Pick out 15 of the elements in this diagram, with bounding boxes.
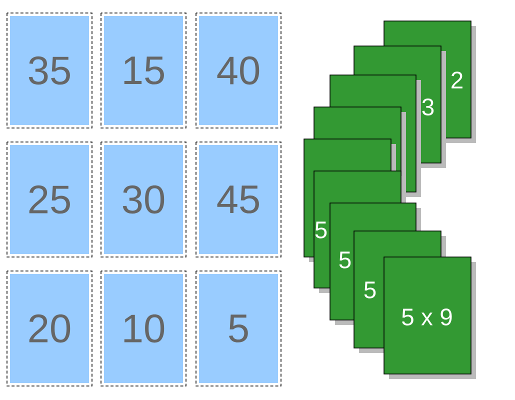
number-card: 15 (100, 12, 186, 128)
number-card: 35 (6, 12, 92, 128)
card-label: 5 (339, 252, 351, 268)
card-label: 5 x 9 (402, 308, 452, 326)
card-label: 2 (452, 72, 462, 88)
card-label: 5 (315, 222, 327, 238)
number-card: 30 (100, 142, 186, 258)
card-label: 5 (364, 282, 376, 298)
number-card: 20 (6, 270, 92, 386)
number-card: 25 (6, 142, 92, 258)
number-card: 40 (196, 12, 282, 128)
card-label: 3 (422, 98, 434, 116)
number-card: 5 (196, 270, 282, 386)
number-card: 10 (100, 270, 186, 386)
number-card: 45 (196, 142, 282, 258)
